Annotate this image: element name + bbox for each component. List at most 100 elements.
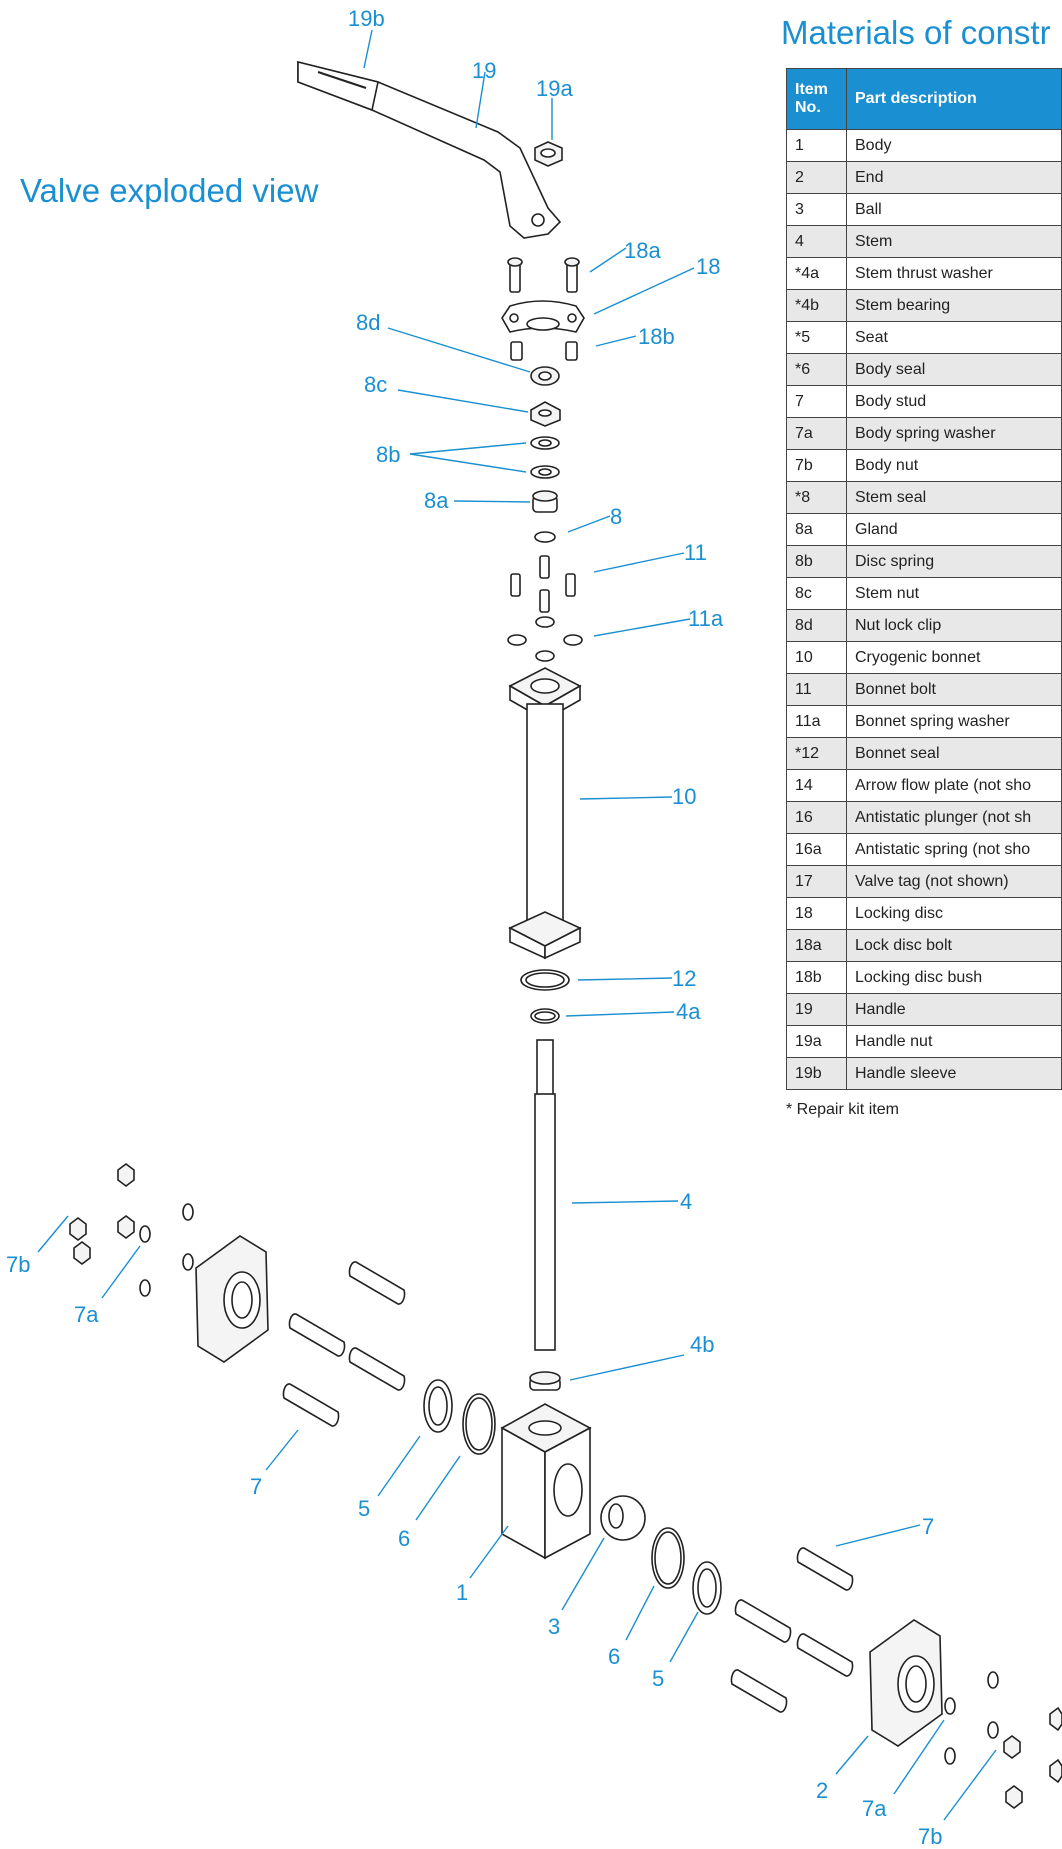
item-no-cell: 19 bbox=[786, 993, 847, 1026]
part-description-cell: Ball bbox=[846, 193, 1062, 226]
item-no-cell: 18b bbox=[786, 961, 847, 994]
bonnet-bolts-parts bbox=[507, 555, 583, 662]
item-no-cell: 10 bbox=[786, 641, 847, 674]
leader-lines bbox=[37, 29, 997, 1821]
part-description-cell: Stem seal bbox=[846, 481, 1062, 514]
item-no-cell: 11a bbox=[786, 705, 847, 738]
part-description-cell: Stem nut bbox=[846, 577, 1062, 610]
item-no-cell: *4a bbox=[786, 257, 847, 290]
callout-8b: 8b bbox=[376, 442, 400, 467]
item-no-cell: *8 bbox=[786, 481, 847, 514]
cryogenic-bonnet-part bbox=[508, 667, 582, 960]
callout-4b: 4b bbox=[690, 1332, 714, 1357]
callout-7-left: 7 bbox=[250, 1474, 262, 1499]
part-description-cell: Stem thrust washer bbox=[846, 257, 1062, 290]
stem-part bbox=[534, 1039, 556, 1351]
stem-stack-parts bbox=[530, 366, 561, 543]
handle-nut-part bbox=[534, 141, 563, 167]
part-description-cell: Arrow flow plate (not sho bbox=[846, 769, 1062, 802]
part-description-cell: Handle nut bbox=[846, 1025, 1062, 1058]
item-no-cell: 8a bbox=[786, 513, 847, 546]
item-no-cell: 11 bbox=[786, 673, 847, 706]
callout-19: 19 bbox=[472, 58, 496, 83]
body-studs-parts bbox=[282, 1261, 854, 1713]
item-no-cell: *4b bbox=[786, 289, 847, 322]
callout-3: 3 bbox=[548, 1614, 560, 1639]
part-description-cell: Body stud bbox=[846, 385, 1062, 418]
callout-7b-left: 7b bbox=[6, 1252, 30, 1277]
part-description-cell: Handle bbox=[846, 993, 1062, 1026]
end-flanges-parts bbox=[195, 1235, 943, 1747]
callout-8a: 8a bbox=[424, 488, 449, 513]
part-description-cell: Seat bbox=[846, 321, 1062, 354]
part-description-cell: Locking disc bush bbox=[846, 961, 1062, 994]
part-description-cell: Body bbox=[846, 129, 1062, 162]
part-description-cell: Body seal bbox=[846, 353, 1062, 386]
callout-7a-left: 7a bbox=[74, 1302, 99, 1327]
callout-7a-right: 7a bbox=[862, 1796, 887, 1821]
repair-kit-footnote: * Repair kit item bbox=[786, 1101, 899, 1118]
header-part-description: Part description bbox=[846, 68, 1062, 130]
item-no-cell: 4 bbox=[786, 225, 847, 258]
callout-7b-right: 7b bbox=[918, 1824, 942, 1849]
part-description-cell: Valve tag (not shown) bbox=[846, 865, 1062, 898]
item-no-cell: 17 bbox=[786, 865, 847, 898]
materials-title: Materials of constr bbox=[781, 14, 1051, 51]
item-no-cell: 19b bbox=[786, 1057, 847, 1090]
bonnet-seal-parts bbox=[520, 969, 570, 1024]
ball-part bbox=[600, 1495, 646, 1541]
callout-6-left: 6 bbox=[398, 1526, 410, 1551]
item-no-cell: 2 bbox=[786, 161, 847, 194]
callout-2: 2 bbox=[816, 1778, 828, 1803]
item-no-cell: *6 bbox=[786, 353, 847, 386]
part-description-cell: Handle sleeve bbox=[846, 1057, 1062, 1090]
part-description-cell: Bonnet spring washer bbox=[846, 705, 1062, 738]
part-description-cell: Antistatic spring (not sho bbox=[846, 833, 1062, 866]
callout-10: 10 bbox=[672, 784, 696, 809]
callout-19a: 19a bbox=[536, 76, 573, 101]
diagram-title: Valve exploded view bbox=[20, 172, 319, 209]
item-no-cell: 14 bbox=[786, 769, 847, 802]
part-description-cell: Cryogenic bonnet bbox=[846, 641, 1062, 674]
part-description-cell: Stem bbox=[846, 225, 1062, 258]
callout-5-right: 5 bbox=[652, 1666, 664, 1691]
part-description-cell: Body spring washer bbox=[846, 417, 1062, 450]
callout-8c: 8c bbox=[364, 372, 387, 397]
callout-19b: 19b bbox=[348, 6, 385, 31]
callout-4: 4 bbox=[680, 1189, 692, 1214]
part-description-cell: Lock disc bolt bbox=[846, 929, 1062, 962]
item-no-cell: 3 bbox=[786, 193, 847, 226]
item-no-cell: 7 bbox=[786, 385, 847, 418]
callout-7-right: 7 bbox=[922, 1514, 934, 1539]
table-header-row: Item No. Part description bbox=[786, 68, 1062, 130]
callout-labels: 19b 19 19a 18a 18 18b 8d 8c 8b 8a 8 11 1… bbox=[6, 6, 942, 1849]
lock-disc-bolts bbox=[507, 257, 580, 293]
item-no-cell: 8d bbox=[786, 609, 847, 642]
locking-disc-part bbox=[501, 300, 585, 333]
part-description-cell: Nut lock clip bbox=[846, 609, 1062, 642]
nuts-washers-parts bbox=[69, 1163, 1062, 1809]
part-description-cell: Disc spring bbox=[846, 545, 1062, 578]
header-item-no: Item No. bbox=[786, 68, 847, 130]
stem-bearing-part bbox=[529, 1371, 561, 1391]
item-no-cell: 18 bbox=[786, 897, 847, 930]
